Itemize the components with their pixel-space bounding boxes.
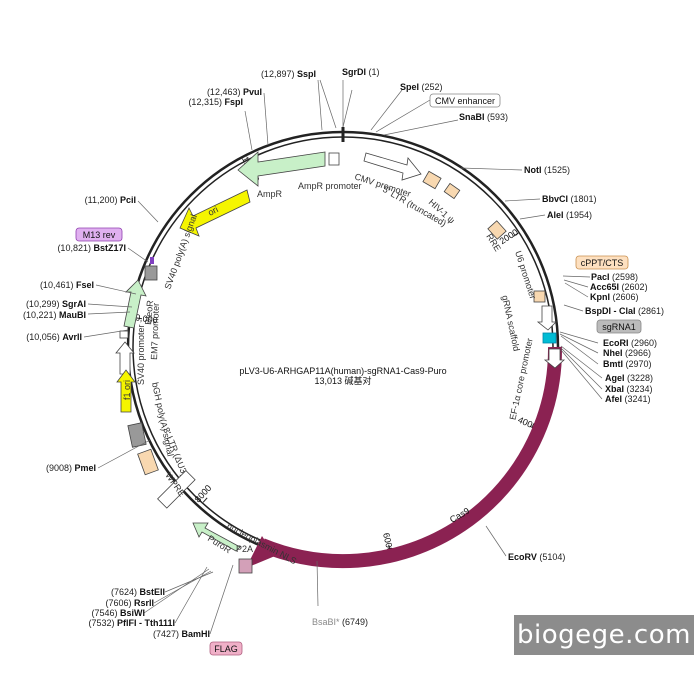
rre-feature [487,220,507,240]
em7-label: EM7 promoter [149,303,161,360]
cppt-label: cPPT/CTS [581,258,624,268]
sgrna1-label: sgRNA1 [602,322,636,332]
cas9-arrowhead [246,536,275,568]
tick-mark [135,317,143,320]
ltr5-feature [422,170,442,190]
u6-label: U6 promoter [513,250,538,301]
site-bsiwi: (7546) BsiWI [91,608,145,618]
u6-promoter-feature [536,305,557,331]
site-pmei: (9008) PmeI [46,463,96,473]
f1ori-feature [116,369,136,413]
site-spei: SpeI (252) [400,82,443,92]
site-pflfi-tth111i: (7532) PflFI - Tth111I [88,618,175,628]
sgrna1-feature [542,332,557,344]
grna-label: gRNA scaffold [500,294,522,352]
site-maubi: (10,221) MauBI [23,310,86,320]
site-avrii: (10,056) AvrII [26,332,82,342]
ltr3-feature [137,448,159,476]
puror-feature [192,522,241,552]
ampr-feature [237,151,326,187]
plasmid-length: 13,013 碱基对 [314,375,371,386]
plasmid-title: pLV3-U6-ARHGAP11A(human)-sgRNA1-Cas9-Pur… [239,366,446,376]
site-paci: PacI (2598) [591,272,638,282]
tick-mark [512,232,519,237]
site-bsteii: (7624) BstEII [111,587,165,597]
restriction-sites: SgrDI (1) SpeI (252) SnaBI (593) NotI (1… [23,67,664,639]
ori-label: ori [206,204,220,218]
site-xbai: XbaI (3234) [605,384,653,394]
site-bspdi-clai: BspDI - ClaI (2861) [585,306,664,316]
cmv-enhancer-label: CMV enhancer [435,96,495,106]
tick-label: 6000 [381,532,395,554]
cppt-box [575,255,629,270]
site-bstz17i: (10,821) BstZ17I [57,243,126,253]
ampr-promoter-feature [328,152,340,166]
site-nhei: NheI (2966) [603,348,651,358]
p2a-feature [238,558,253,574]
site-fspi: (12,315) FspI [188,97,243,107]
ef1a-promoter-feature [543,348,566,369]
site-noti: NotI (1525) [524,165,570,175]
wpre-feature [157,470,196,509]
site-sgrdi: SgrDI (1) [342,67,380,77]
site-bbvci: BbvCI (1801) [542,194,597,204]
site-sgrai: (10,299) SgrAI [26,299,86,309]
site-bsabi: BsaBI* (6749) [312,617,368,627]
sv40p-label: SV40 promoter [136,324,146,385]
site-kpni: KpnI (2606) [590,292,639,302]
site-agei: AgeI (3228) [605,373,653,383]
site-snabi: SnaBI (593) [459,112,508,122]
bleor-feature [123,279,147,329]
bleor-label: BleoR [143,299,155,325]
m13rev-feature [150,257,154,264]
hiv1-feature [443,182,461,200]
tick-label: 8000 [193,483,214,505]
site-ecorv: EcoRV (5104) [508,552,565,562]
leader-lines [83,79,603,635]
cppt-feature [533,290,546,303]
site-fsei: (10,461) FseI [40,280,94,290]
site-pvui: (12,463) PvuI [207,87,262,97]
site-alei: AleI (1954) [547,210,592,220]
site-afei: AfeI (3241) [605,394,651,404]
site-sspi: (12,897) SspI [261,69,316,79]
em7-feature [119,330,129,339]
ampr-label: AmpR [257,189,283,199]
m13rev-label: M13 rev [83,230,116,240]
site-rsrii: (7606) RsrII [105,598,154,608]
sv40pa-feature [144,265,158,281]
boxed-labels: CMV enhancer cPPT/CTS sgRNA1 M13 rev FLA… [75,93,642,656]
sv40pa-label: SV40 poly(A) signal [162,213,198,291]
ampr-promoter-label: AmpR promoter [298,181,362,191]
p2a-label: P2A [236,544,253,554]
flag-label: FLAG [214,644,238,654]
cas9-feature [259,346,563,569]
ori-feature [179,189,251,237]
f1ori-label: f1 ori [122,380,132,400]
cmv-promoter-feature [363,152,422,181]
cmv-enhancer-box [429,93,501,108]
m13rev-box [75,227,123,242]
sv40p-feature [115,341,135,375]
watermark: biogege.com [514,615,694,655]
site-acc65i: Acc65I (2602) [590,282,648,292]
site-ecori: EcoRI (2960) [603,338,657,348]
sgrna1-box [596,319,642,334]
flag-box [209,641,243,656]
site-bamhi: (7427) BamHI [153,629,210,639]
site-bmti: BmtI (2970) [603,359,652,369]
tick-mark [202,497,208,503]
site-pcii: (11,200) PciI [85,195,136,205]
